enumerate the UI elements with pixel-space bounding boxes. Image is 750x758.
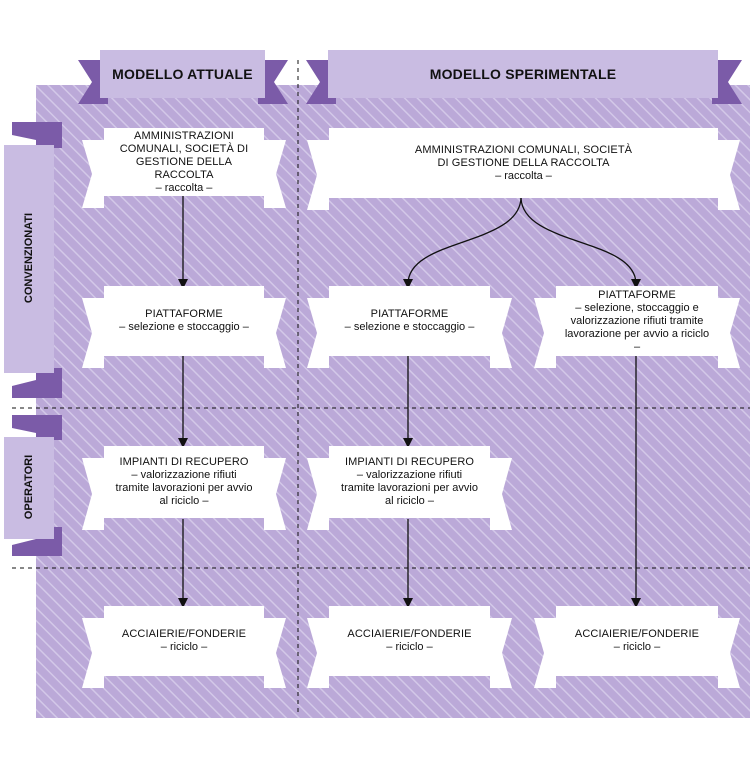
ribbon-tail-right (718, 140, 740, 210)
box-piattaforme-current: PIATTAFORME – selezione e stoccaggio – (104, 286, 264, 356)
box-title: AMMINISTRAZIONI COMUNALI, SOCIETÀ DI GES… (414, 143, 633, 169)
box-subtitle: – valorizzazione rifiuti tramite lavoraz… (115, 469, 253, 507)
box-admin-exp: AMMINISTRAZIONI COMUNALI, SOCIETÀ DI GES… (329, 128, 718, 198)
box-impianti-exp: IMPIANTI DI RECUPERO – valorizzazione ri… (329, 446, 490, 518)
ribbon-tail-left (82, 140, 104, 208)
box-title: PIATTAFORME (370, 308, 449, 320)
ribbon-tail-left (534, 298, 556, 368)
row-label-operatori: OPERATORI (23, 454, 35, 520)
ribbon-tail-right (264, 618, 286, 688)
ribbon-tail-left (307, 298, 329, 368)
column-header-experimental: MODELLO SPERIMENTALE (429, 66, 617, 82)
ribbon-tail-right (490, 618, 512, 688)
box-title: ACCIAIERIE/FONDERIE (121, 628, 247, 640)
box-admin-current: AMMINISTRAZIONI COMUNALI, SOCIETÀ DI GES… (104, 128, 264, 196)
box-impianti-current: IMPIANTI DI RECUPERO – valorizzazione ri… (104, 446, 264, 518)
ribbon-tail-left (534, 618, 556, 688)
box-subtitle: – selezione, stoccaggio e valorizzazione… (564, 301, 710, 353)
ribbon-tail-left (82, 298, 104, 368)
box-piattaforme-exp1: PIATTAFORME – selezione e stoccaggio – (329, 286, 490, 356)
box-subtitle: – selezione e stoccaggio – (344, 321, 475, 333)
ribbon-tail-left (307, 618, 329, 688)
ribbon-tail-left (82, 618, 104, 688)
header-current-ribbon (78, 50, 288, 104)
ribbon-tail-left (307, 458, 329, 530)
box-title: ACCIAIERIE/FONDERIE (574, 628, 700, 640)
row-label-convenzionati: CONVENZIONATI (23, 212, 35, 304)
box-title: IMPIANTI DI RECUPERO (344, 456, 475, 468)
ribbon-tail-left (307, 140, 329, 210)
box-subtitle: – riciclo – (386, 641, 433, 653)
arrow-admin-to-piattaforme-exp2 (520, 197, 641, 289)
header-experimental-ribbon (306, 50, 742, 104)
box-acciaierie-current: ACCIAIERIE/FONDERIE – riciclo – (104, 606, 264, 676)
ribbon-tail-right (264, 458, 286, 530)
ribbon-tail-right (490, 458, 512, 530)
ribbon-tail-right (718, 618, 740, 688)
row-convenzionati-ribbon (4, 122, 62, 398)
box-subtitle: – riciclo – (160, 641, 208, 653)
box-subtitle: – selezione e stoccaggio – (119, 321, 249, 333)
box-ribbon-tails (82, 140, 740, 688)
column-header-current: MODELLO ATTUALE (112, 66, 253, 82)
arrows (178, 196, 641, 608)
box-title: PIATTAFORME (598, 288, 676, 301)
ribbon-tail-right (718, 298, 740, 368)
box-title: AMMINISTRAZIONI COMUNALI, SOCIETÀ DI GES… (119, 129, 249, 181)
box-title: PIATTAFORME (145, 308, 223, 320)
ribbon-tail-right (490, 298, 512, 368)
box-title: IMPIANTI DI RECUPERO (119, 456, 249, 468)
box-title: ACCIAIERIE/FONDERIE (347, 628, 472, 640)
box-piattaforme-exp2: PIATTAFORME – selezione, stoccaggio e va… (556, 286, 718, 356)
ribbon-tail-right (264, 298, 286, 368)
box-acciaierie-exp1: ACCIAIERIE/FONDERIE – riciclo – (329, 606, 490, 676)
box-subtitle: – raccolta – (495, 169, 552, 182)
box-subtitle: – riciclo – (613, 641, 661, 653)
box-acciaierie-exp2: ACCIAIERIE/FONDERIE – riciclo – (556, 606, 718, 676)
ribbon-tail-right (264, 140, 286, 208)
box-subtitle: – raccolta – (155, 181, 213, 194)
box-subtitle: – valorizzazione rifiuti tramite lavoraz… (341, 469, 478, 507)
arrow-admin-to-piattaforme-exp1 (403, 197, 522, 289)
row-operatori-ribbon (4, 415, 62, 556)
ribbon-tail-left (82, 458, 104, 530)
